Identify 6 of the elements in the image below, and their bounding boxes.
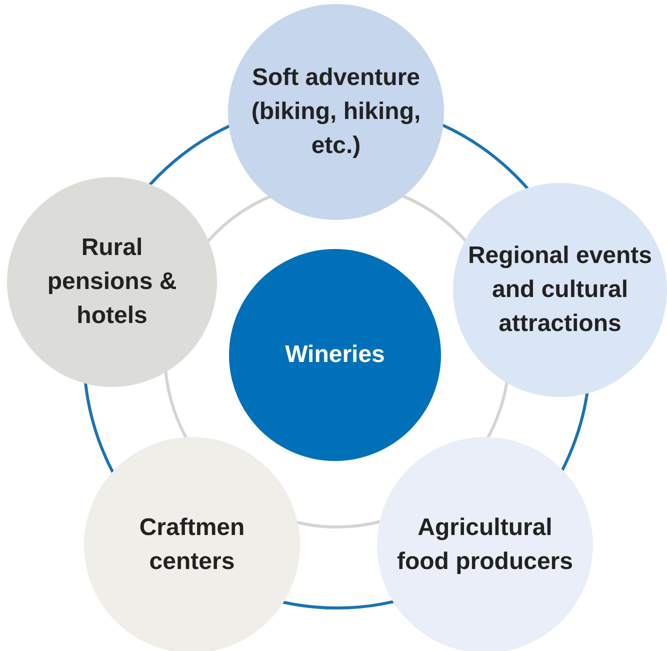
node-label: Agricultural food producers xyxy=(396,513,574,577)
node-label: Rural pensions & hotels xyxy=(46,233,178,331)
node-label: Wineries xyxy=(285,340,385,370)
node-label: Craftmen centers xyxy=(138,513,246,577)
node-label: Regional events and cultural attractions xyxy=(466,241,654,339)
node-label: Soft adventure (biking, hiking, etc.) xyxy=(251,63,421,161)
